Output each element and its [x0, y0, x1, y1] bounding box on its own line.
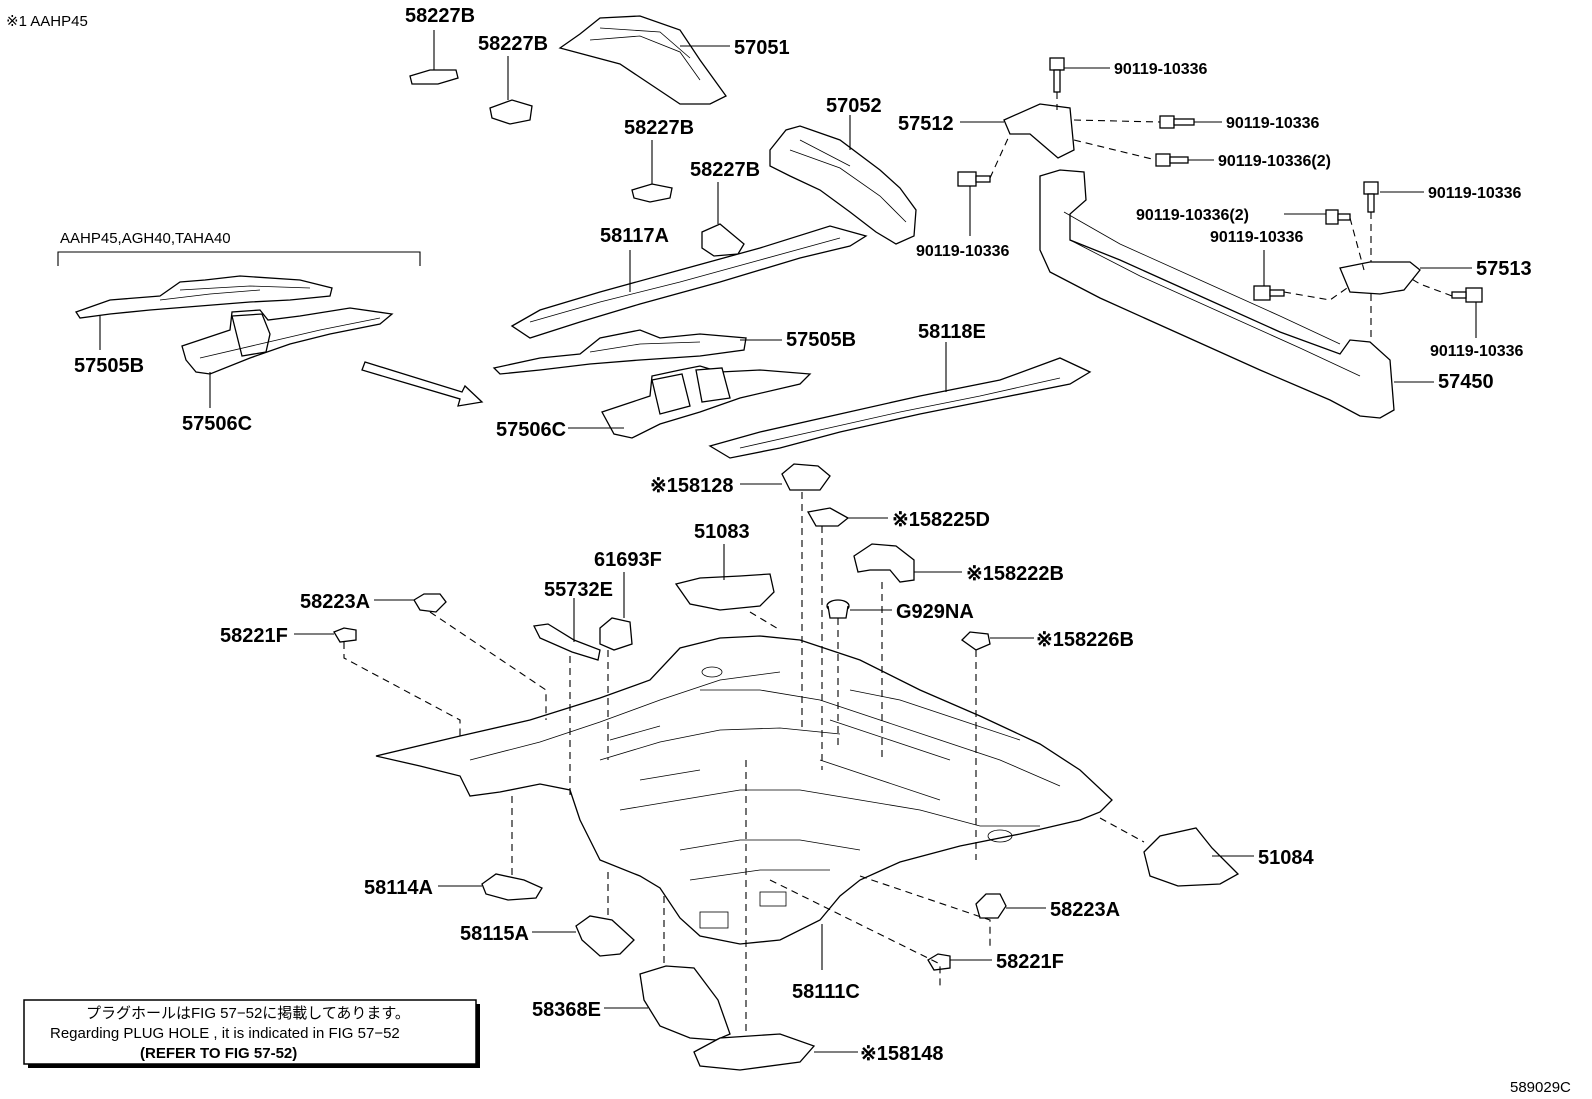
clip-58227B-2	[489, 99, 533, 125]
label-G929NA: G929NA	[896, 601, 974, 623]
label-90119-e: 90119-10336	[1428, 185, 1522, 202]
part-58148	[693, 1033, 816, 1071]
label-57505B: 57505B	[786, 329, 856, 351]
part-58222B	[853, 543, 915, 583]
note-line-1: プラグホールはFIG 57−52に掲載してあります。	[86, 1005, 410, 1022]
label-58227B-2: 58227B	[478, 33, 548, 55]
part-58118E	[708, 357, 1092, 459]
part-55732E	[533, 623, 601, 661]
label-58118E: 58118E	[918, 321, 986, 343]
label-58226B: ※158226B	[1036, 629, 1134, 651]
figure-code: 589029C	[1510, 1079, 1571, 1096]
label-57505B-left: 57505B	[74, 355, 144, 377]
group-label: AAHP45,AGH40,TAHA40	[60, 230, 231, 247]
bolt-90119-c	[1155, 153, 1189, 167]
part-57505B-left	[74, 275, 333, 319]
label-58223A-2: 58223A	[1050, 899, 1120, 921]
label-58111C: 58111C	[792, 981, 860, 1003]
clip-58227B-3	[631, 183, 673, 203]
part-58223A-2	[975, 893, 1007, 919]
label-90119-f: 90119-10336(2)	[1136, 207, 1249, 224]
label-57513: 57513	[1476, 258, 1532, 280]
part-57052	[769, 125, 917, 245]
grommet-G929NA	[826, 599, 850, 619]
clip-58227B-1	[409, 69, 459, 85]
part-51084	[1143, 827, 1240, 887]
part-58225D	[806, 507, 850, 527]
label-58128: ※158128	[650, 475, 734, 497]
part-58115A	[575, 915, 635, 957]
bracket-57513	[1339, 261, 1421, 295]
part-57450	[1039, 169, 1395, 419]
label-90119-a: 90119-10336	[1114, 61, 1208, 78]
group-bracket	[57, 251, 421, 266]
bolt-90119-g	[1253, 285, 1285, 301]
bolt-90119-f	[1325, 209, 1351, 225]
part-57051	[558, 15, 727, 105]
floor-pan-58111C	[375, 635, 1113, 945]
label-58115A: 58115A	[460, 923, 529, 945]
bolt-90119-d	[957, 171, 991, 187]
label-57506C-left: 57506C	[182, 413, 252, 435]
label-90119-b: 90119-10336	[1226, 115, 1320, 132]
label-58225D: ※158225D	[892, 509, 990, 531]
part-57506C	[601, 365, 812, 439]
label-58368E: 58368E	[532, 999, 601, 1021]
bolt-90119-e	[1363, 181, 1379, 213]
label-61693F: 61693F	[594, 549, 662, 571]
corner-note: ※1 AAHP45	[6, 13, 88, 30]
bolt-90119-b	[1159, 115, 1195, 129]
label-51084: 51084	[1258, 847, 1314, 869]
part-57506C-left	[181, 307, 394, 375]
label-90119-d: 90119-10336	[916, 243, 1010, 260]
note-line-2: Regarding PLUG HOLE , it is indicated in…	[50, 1025, 400, 1042]
bracket-57512	[1003, 103, 1075, 159]
label-90119-h: 90119-10336	[1430, 343, 1524, 360]
label-90119-c: 90119-10336(2)	[1218, 153, 1331, 170]
bolt-90119-h	[1451, 287, 1483, 303]
label-51083: 51083	[694, 521, 750, 543]
label-57506C: 57506C	[496, 419, 566, 441]
label-57450: 57450	[1438, 371, 1494, 393]
part-58221F-2	[927, 953, 951, 971]
part-58114A	[481, 873, 543, 901]
label-58222B: ※158222B	[966, 563, 1064, 585]
label-58223A-1: 58223A	[300, 591, 370, 613]
label-55732E: 55732E	[544, 579, 613, 601]
label-58227B-3: 58227B	[624, 117, 694, 139]
clip-58227B-4	[701, 223, 745, 257]
label-90119-g: 90119-10336	[1210, 229, 1304, 246]
bolt-90119-a	[1049, 57, 1065, 93]
label-58114A: 58114A	[364, 877, 433, 899]
direction-arrow	[361, 361, 484, 407]
label-58117A: 58117A	[600, 225, 669, 247]
label-58227B-4: 58227B	[690, 159, 760, 181]
part-57505B	[492, 329, 747, 375]
note-line-3: (REFER TO FIG 57-52)	[140, 1045, 297, 1062]
label-58227B-1: 58227B	[405, 5, 475, 27]
label-57052: 57052	[826, 95, 882, 117]
label-57051: 57051	[734, 37, 790, 59]
label-58148: ※158148	[860, 1043, 944, 1065]
part-58368E	[639, 965, 731, 1041]
part-51083	[674, 573, 775, 611]
label-58221F-1: 58221F	[220, 625, 288, 647]
part-61693F	[599, 617, 633, 651]
part-58221F-1	[333, 627, 357, 643]
part-58128	[781, 463, 831, 491]
label-58221F-2: 58221F	[996, 951, 1064, 973]
label-57512: 57512	[898, 113, 954, 135]
part-58117A	[510, 225, 868, 339]
plug-hole-note-box: プラグホールはFIG 57−52に掲載してあります。 Regarding PLU…	[23, 999, 480, 1068]
part-58226B	[960, 631, 991, 651]
part-58223A-1	[413, 593, 447, 613]
